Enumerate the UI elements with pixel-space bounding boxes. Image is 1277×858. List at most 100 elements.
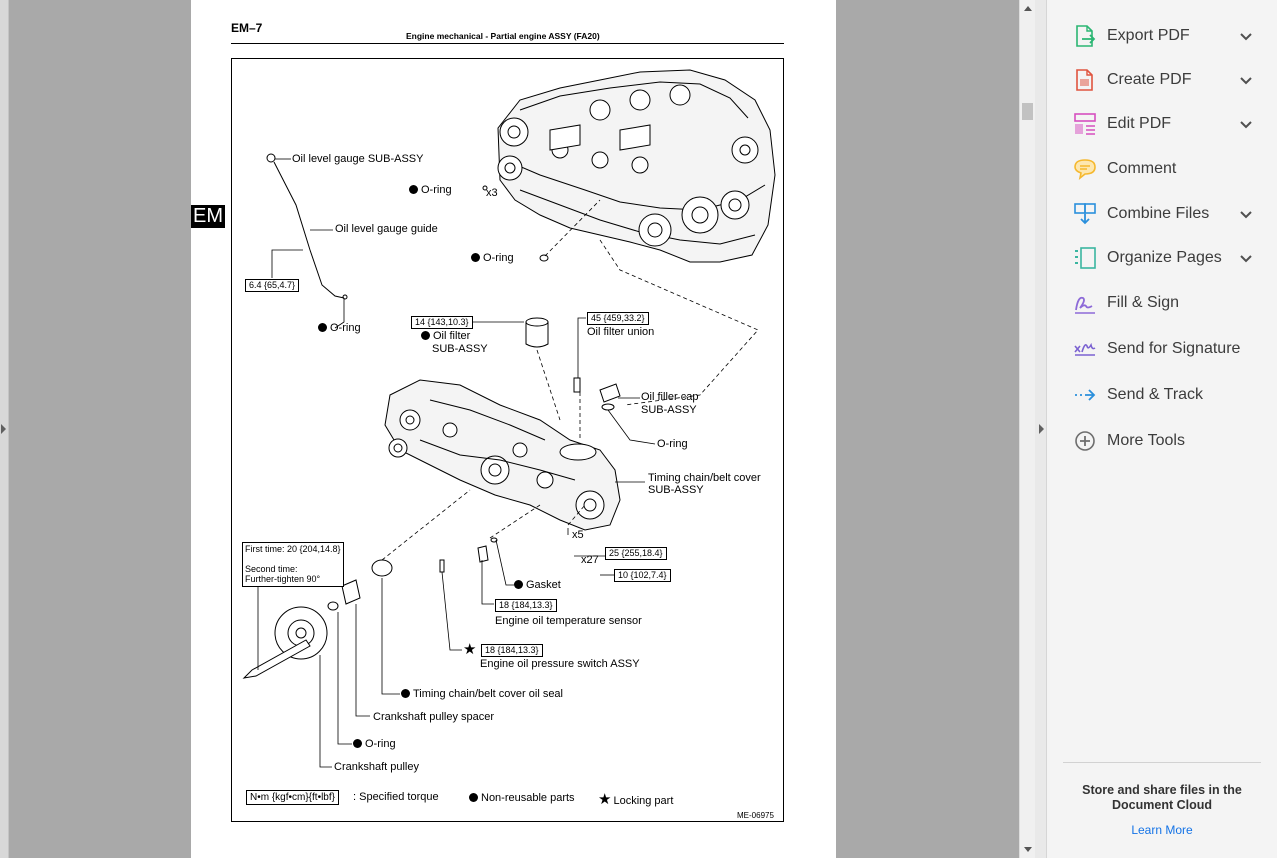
chevron-down-icon[interactable] (1239, 73, 1253, 87)
non-reusable-dot-icon (469, 793, 478, 802)
page-label: EM–7 (231, 21, 263, 35)
torque-crank-bolt: First time: 20 {204,14.8} Second time: F… (242, 542, 344, 587)
more-tools-icon (1075, 431, 1095, 451)
label-temp-sensor: Engine oil temperature sensor (495, 615, 642, 627)
torque-crank-bolt-further: Further-tighten 90° (245, 574, 321, 584)
label-gasket-text: Gasket (526, 579, 561, 591)
scroll-up-arrow-icon[interactable] (1024, 6, 1032, 11)
expand-left-arrow-icon (1, 424, 6, 434)
tool-send-for-signature[interactable]: Send for Signature (1047, 329, 1277, 369)
label-pulley-spacer: Crankshaft pulley spacer (373, 711, 495, 723)
label-oring-c: O-ring (318, 322, 361, 335)
torque-temp-sensor: 18 {184,13.3} (495, 599, 557, 612)
label-oring-c-text: O-ring (330, 322, 361, 334)
organize-pages-icon (1075, 247, 1096, 269)
figure-code: ME-06975 (737, 811, 774, 820)
tool-label: More Tools (1107, 432, 1185, 449)
label-oil-filler-cap-sub: SUB-ASSY (641, 404, 697, 416)
torque-crank-bolt-first: First time: 20 {204,14.8} (245, 544, 341, 554)
tool-organize-pages[interactable]: Organize Pages (1047, 238, 1277, 278)
page-header: Engine mechanical - Partial engine ASSY … (406, 31, 600, 41)
label-oil-filter-sub: SUB-ASSY (432, 343, 488, 355)
label-x27: x27 (581, 554, 599, 566)
tools-divider (1063, 762, 1261, 763)
tool-label: Send & Track (1107, 386, 1204, 403)
tools-pane: Export PDF Create PDF Edit PDF Comment C… (1047, 0, 1277, 858)
label-timing-cover: Timing chain/belt cover (648, 472, 761, 484)
legend-locking-text: Locking part (613, 795, 674, 807)
collapse-arrow-icon (1039, 424, 1044, 434)
legend-torque-units: N•m {kgf•cm}{ft•lbf} (246, 790, 339, 805)
scroll-down-arrow-icon[interactable] (1024, 847, 1032, 852)
torque-pressure-switch: 18 {184,13.3} (481, 644, 543, 657)
tool-label: Combine Files (1107, 205, 1210, 222)
torque-crank-bolt-second: Second time: (245, 563, 298, 574)
header-rule (231, 43, 784, 44)
chevron-down-icon[interactable] (1239, 117, 1253, 131)
tool-label: Fill & Sign (1107, 294, 1180, 311)
label-gasket: Gasket (514, 579, 561, 592)
torque-oil-filter: 14 {143,10.3} (411, 316, 473, 329)
tool-combine-files[interactable]: Combine Files (1047, 194, 1277, 234)
tool-create-pdf[interactable]: Create PDF (1047, 60, 1277, 100)
tool-more-tools[interactable]: More Tools (1047, 421, 1277, 461)
non-reusable-dot-icon (514, 580, 523, 589)
tool-edit-pdf[interactable]: Edit PDF (1047, 104, 1277, 144)
label-oring-b-text: O-ring (483, 252, 514, 264)
torque-gauge-guide: 6.4 {65,4.7} (245, 279, 300, 292)
diagram-frame (231, 58, 784, 822)
label-x3: x3 (486, 187, 498, 199)
tool-label: Comment (1107, 160, 1177, 177)
label-oil-filter-union: Oil filter union (587, 326, 655, 338)
edit-pdf-icon (1074, 113, 1096, 135)
vertical-scrollbar[interactable] (1019, 0, 1035, 858)
label-oring-d: O-ring (657, 438, 688, 450)
tool-label: Organize Pages (1107, 249, 1222, 266)
label-oil-filler-cap: Oil filler cap (641, 391, 699, 403)
left-panel-toggle[interactable] (0, 0, 9, 858)
fill-sign-icon (1075, 296, 1095, 314)
non-reusable-dot-icon (421, 331, 430, 340)
chevron-down-icon[interactable] (1239, 251, 1253, 265)
locking-star-icon: ★ (463, 641, 477, 658)
label-oring-b: O-ring (471, 252, 514, 265)
learn-more-link[interactable]: Learn More (1131, 823, 1193, 837)
label-oil-level-gauge: Oil level gauge SUB-ASSY (292, 153, 424, 165)
send-signature-icon (1074, 342, 1096, 356)
torque-25: 25 {255,18.4} (605, 547, 667, 560)
tool-fill-sign[interactable]: Fill & Sign (1047, 283, 1277, 323)
comment-icon (1074, 159, 1096, 180)
tool-export-pdf[interactable]: Export PDF (1047, 16, 1277, 56)
create-pdf-icon (1076, 69, 1093, 91)
label-oring-e-text: O-ring (365, 738, 396, 750)
non-reusable-dot-icon (318, 323, 327, 332)
chevron-down-icon[interactable] (1239, 29, 1253, 43)
tool-send-track[interactable]: Send & Track (1047, 375, 1277, 415)
label-oil-seal-text: Timing chain/belt cover oil seal (413, 688, 563, 700)
non-reusable-dot-icon (401, 689, 410, 698)
send-track-icon (1075, 389, 1096, 401)
tools-pane-collapse[interactable] (1035, 0, 1047, 858)
legend-torque-text: : Specified torque (353, 791, 439, 803)
label-oil-level-gauge-guide: Oil level gauge guide (335, 223, 438, 235)
label-crankshaft-pulley: Crankshaft pulley (334, 761, 419, 773)
label-oring-e: O-ring (353, 738, 396, 751)
section-tab: EM (191, 205, 225, 228)
label-pressure-switch: Engine oil pressure switch ASSY (480, 658, 640, 670)
label-oring-a: O-ring (409, 184, 452, 197)
tool-comment[interactable]: Comment (1047, 149, 1277, 189)
tool-label: Export PDF (1107, 27, 1190, 44)
label-timing-cover-sub: SUB-ASSY (648, 484, 704, 496)
non-reusable-dot-icon (409, 185, 418, 194)
tool-label: Send for Signature (1107, 340, 1241, 357)
non-reusable-dot-icon (471, 253, 480, 262)
non-reusable-dot-icon (353, 739, 362, 748)
label-x5: x5 (572, 529, 584, 541)
torque-10: 10 {102,7.4} (614, 569, 671, 582)
label-oring-a-text: O-ring (421, 184, 452, 196)
scrollbar-thumb[interactable] (1022, 103, 1033, 120)
combine-files-icon (1074, 203, 1096, 225)
chevron-down-icon[interactable] (1239, 207, 1253, 221)
label-oil-seal: Timing chain/belt cover oil seal (401, 688, 563, 701)
tool-label: Create PDF (1107, 71, 1192, 88)
